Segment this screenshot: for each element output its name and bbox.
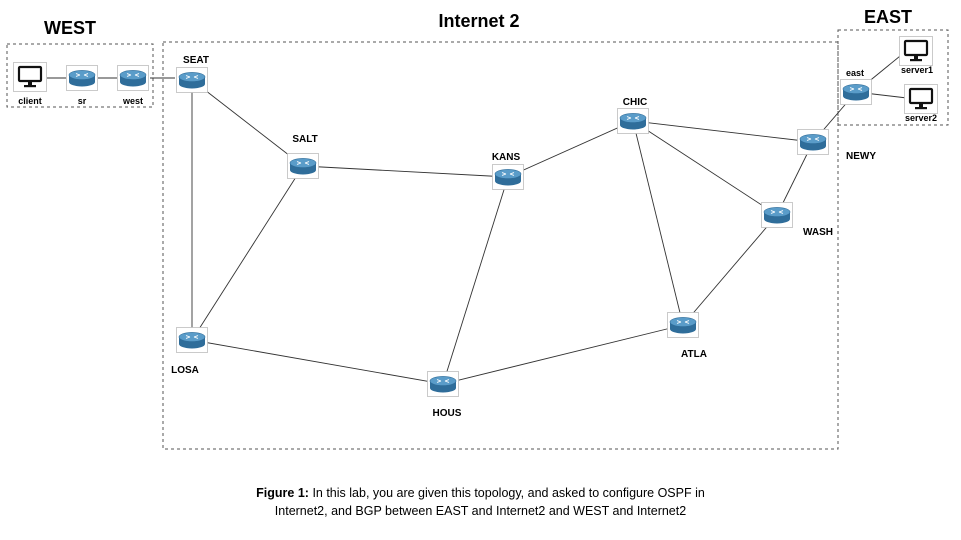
west-region-box [6, 43, 154, 108]
east-region-title: EAST [864, 7, 912, 27]
node-label-atla: ATLA [681, 349, 707, 360]
router-icon [176, 67, 208, 93]
router-icon [176, 327, 208, 353]
node-label-east: east [846, 68, 864, 78]
link-salt-losa [191, 165, 304, 341]
router-icon [840, 79, 872, 105]
link-chic-newy [632, 120, 814, 143]
node-label-west: west [122, 96, 143, 106]
node-label-salt: SALT [292, 134, 317, 145]
node-sr: sr [66, 65, 98, 106]
node-label-chic: CHIC [623, 97, 647, 108]
link-chic-atla [632, 120, 684, 326]
node-client: client [13, 62, 47, 106]
link-kans-hous [442, 176, 509, 385]
router-icon [117, 65, 149, 91]
node-server2: server2 [904, 84, 938, 123]
caption-prefix: Figure 1: [256, 486, 309, 500]
node-chic: CHIC [617, 97, 649, 134]
node-label-server1: server1 [901, 65, 933, 75]
router-icon [427, 371, 459, 397]
router-icon [287, 153, 319, 179]
node-label-losa: LOSA [171, 365, 199, 376]
link-salt-kans [302, 165, 509, 178]
router-icon [492, 164, 524, 190]
link-losa-hous [191, 339, 444, 385]
computer-monitor-icon [13, 62, 47, 92]
node-label-server2: server2 [905, 113, 937, 123]
node-label-client: client [18, 96, 42, 106]
figure-caption: Figure 1: In this lab, you are given thi… [0, 484, 961, 520]
link-wash-atla [682, 214, 778, 326]
node-label-hous: HOUS [433, 408, 462, 419]
node-kans: KANS [492, 152, 524, 190]
computer-monitor-icon [904, 84, 938, 114]
node-label-kans: KANS [492, 152, 521, 163]
computer-monitor-icon [899, 36, 933, 66]
node-west: west [117, 65, 149, 106]
node-label-newy: NEWY [846, 151, 876, 162]
link-hous-atla [442, 324, 684, 385]
caption-line-2: Internet2, and BGP between EAST and Inte… [274, 504, 687, 518]
node-wash: WASH [761, 202, 833, 238]
node-label-wash: WASH [803, 227, 833, 238]
internet2-region-title: Internet 2 [438, 11, 519, 31]
node-server1: server1 [899, 36, 933, 75]
node-atla: ATLA [667, 312, 707, 360]
link-kans-chic [507, 120, 634, 178]
router-icon [66, 65, 98, 91]
east-region-box [837, 29, 949, 126]
node-label-seat: SEAT [183, 55, 209, 66]
node-losa: LOSA [171, 327, 208, 376]
caption-line1-text: In this lab, you are given this topology… [308, 486, 705, 500]
west-region-title: WEST [44, 18, 96, 38]
router-icon [761, 202, 793, 228]
network-topology-diagram: WEST Internet 2 EAST client sr west [6, 7, 949, 450]
node-salt: SALT [287, 134, 319, 179]
router-icon [667, 312, 699, 338]
node-newy: NEWY [797, 129, 876, 162]
caption-line-1: Figure 1: In this lab, you are given thi… [0, 484, 961, 502]
internet2-region-box [162, 41, 839, 450]
node-east: east [840, 68, 872, 105]
link-chic-wash [632, 120, 778, 216]
node-label-sr: sr [78, 96, 87, 106]
router-icon [617, 108, 649, 134]
link-seat-salt [191, 79, 304, 167]
router-icon [797, 129, 829, 155]
node-seat: SEAT [176, 55, 209, 93]
node-hous: HOUS [427, 371, 462, 419]
